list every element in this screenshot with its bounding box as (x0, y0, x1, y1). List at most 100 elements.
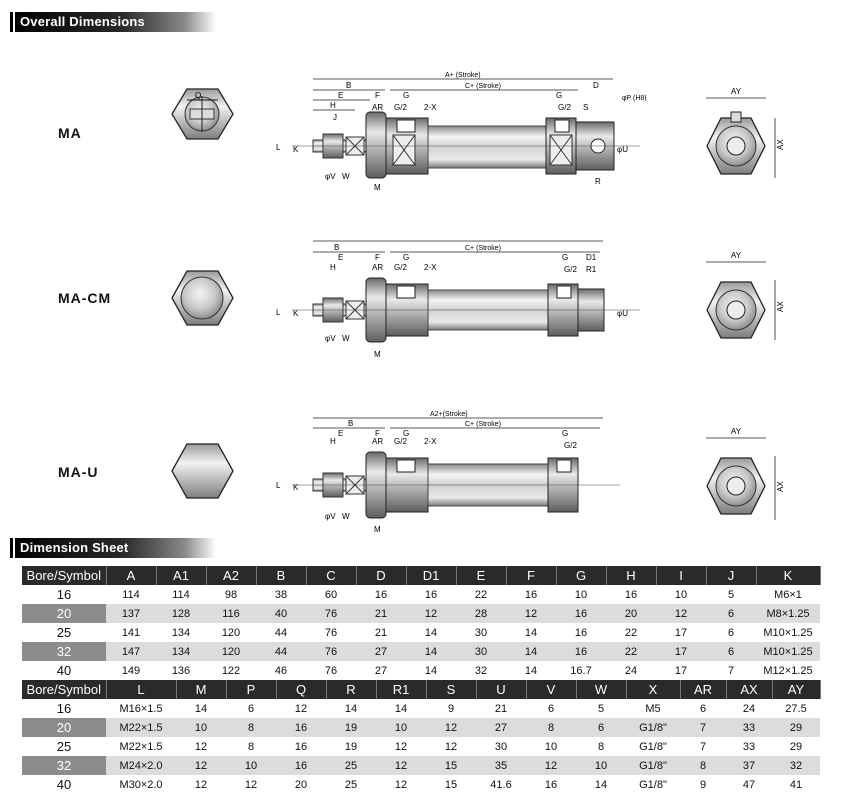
dim-ay: AY (731, 87, 742, 96)
table-cell: 114 (122, 588, 140, 601)
table-cell: 14 (524, 664, 538, 677)
dim-ax: AX (776, 481, 785, 492)
table-cell: 149 (121, 664, 141, 677)
table-cell: 10 (574, 588, 588, 601)
dim-l: L (276, 143, 281, 152)
side-view-ma-cm: B C+ (Stroke) E F G G D1 H AR G/2 2-X G/… (276, 240, 640, 359)
side-view-ma: A+ (Stroke) B C+ (Stroke) E F G G D S φP… (276, 72, 647, 192)
table-cell: 7 (727, 664, 735, 677)
table-cell: 27 (374, 664, 388, 677)
header-cell: G (556, 566, 607, 585)
table-cell: 10 (576, 756, 626, 775)
dim-m: M (374, 350, 381, 359)
table-cell: 25 (326, 756, 376, 775)
table-cell: 24 (742, 702, 756, 715)
table-cell: 15 (444, 778, 458, 791)
table-cell: 12 (506, 604, 556, 623)
dim-r1: R1 (586, 265, 597, 274)
dim-u: φU (617, 309, 628, 318)
dim-g: G (403, 91, 409, 100)
table-cell: 76 (306, 642, 356, 661)
table-cell: 35 (476, 756, 526, 775)
table-cell: 14 (594, 778, 608, 791)
table-cell: 12 (244, 778, 258, 791)
table-cell: 27 (476, 718, 526, 737)
dim-m: M (374, 525, 381, 534)
table-cell: 33 (726, 718, 772, 737)
header-cell: S (426, 680, 477, 699)
table-cell: 12 (426, 718, 476, 737)
table-cell: 6 (727, 626, 735, 639)
end-view-ma-cm (171, 270, 234, 326)
table-cell: 40 (256, 604, 306, 623)
header-cell: Bore/Symbol (22, 566, 107, 585)
table-cell: 14 (506, 642, 556, 661)
table-cell: 41 (789, 778, 803, 791)
table-cell: 60 (324, 588, 338, 601)
dim-a2: A2+(Stroke) (430, 411, 468, 418)
table-cell: 76 (306, 604, 356, 623)
table-cell: 16.7 (570, 664, 592, 677)
table-cell: 134 (156, 642, 206, 661)
table-cell: 7 (680, 718, 726, 737)
header-cell: L (106, 680, 177, 699)
dim-f: F (375, 429, 380, 438)
header-cell: AR (680, 680, 727, 699)
dim-v: φV (325, 334, 336, 343)
table-cell: M5 (645, 702, 661, 715)
dim-d1: D1 (586, 253, 597, 262)
table-cell: 9 (447, 702, 455, 715)
table-cell: 137 (106, 604, 156, 623)
table-cell: 16 (624, 588, 638, 601)
table-cell: 12 (656, 604, 706, 623)
dim-f: F (375, 91, 380, 100)
table-header-row: Bore/Symbol L M P Q R R1 S U V W X AR AX… (22, 680, 821, 699)
bore-cell: 16 (56, 587, 72, 602)
table-cell: 6 (547, 702, 555, 715)
end-view-ma-u (171, 443, 234, 499)
table-cell: 76 (324, 664, 338, 677)
dim-k: K (293, 483, 299, 492)
table-cell: M10×1.25 (763, 626, 813, 639)
table-cell: 19 (344, 740, 358, 753)
table-cell: 134 (171, 626, 191, 639)
table-cell: 136 (171, 664, 191, 677)
dim-g2-right: G/2 (558, 103, 571, 112)
table-cell: 14 (424, 664, 438, 677)
dim-ay: AY (731, 427, 742, 436)
rear-view-ma-cm: AY AX (706, 251, 785, 340)
header-cell: J (706, 566, 757, 585)
table-cell: 21 (374, 626, 388, 639)
dim-g2: G/2 (394, 437, 407, 446)
dim-s: S (583, 103, 588, 112)
table-cell: 30 (456, 642, 506, 661)
table-cell: G1/8" (626, 756, 680, 775)
header-cell: H (606, 566, 657, 585)
dim-b: B (348, 419, 353, 428)
table-cell: 15 (426, 756, 476, 775)
bore-cell: 25 (56, 625, 72, 640)
bore-cell: 40 (56, 663, 72, 678)
table-cell: 44 (274, 626, 288, 639)
table-cell: 9 (699, 778, 707, 791)
header-cell: A1 (156, 566, 207, 585)
table-cell: 44 (256, 642, 306, 661)
dim-2x: 2-X (424, 263, 437, 272)
table-cell: 32 (772, 756, 820, 775)
dim-d: D (593, 81, 599, 90)
bore-cell: 20 (22, 718, 106, 737)
header-cell: B (256, 566, 307, 585)
table-cell: 12 (194, 778, 208, 791)
table-cell: 128 (156, 604, 206, 623)
dim-ax: AX (776, 139, 785, 150)
bore-cell: 25 (56, 739, 72, 754)
dim-g-right: G (562, 253, 568, 262)
dim-h: H (330, 437, 336, 446)
table-cell: 47 (742, 778, 756, 791)
table-cell: 98 (224, 588, 238, 601)
table-cell: 29 (772, 718, 820, 737)
